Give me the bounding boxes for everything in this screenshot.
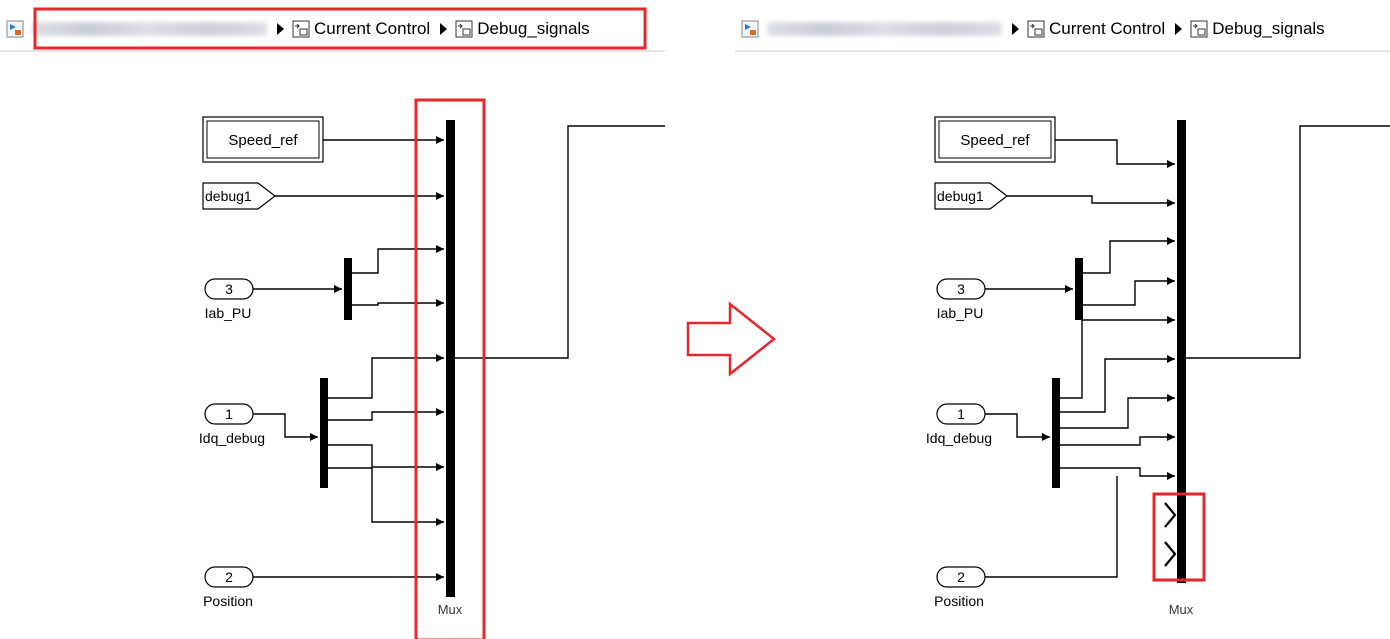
model-icon[interactable] <box>6 20 24 38</box>
right-unconnected-port-1 <box>1164 502 1177 528</box>
right-demux-small[interactable] <box>1075 258 1083 320</box>
left-line-demux-small-2 <box>352 299 444 307</box>
left-line-demux-large-3 <box>328 444 444 471</box>
left-line-demux-large-1 <box>328 354 444 399</box>
right-line-demux-large-4 <box>1060 433 1175 446</box>
right-inport-3-name: Iab_PU <box>937 305 984 321</box>
right-line-mux-out <box>1186 125 1390 359</box>
right-mux-block[interactable] <box>1177 120 1186 583</box>
right-line-inport1 <box>985 413 1050 441</box>
left-inport-2[interactable]: 2 Position <box>203 566 254 609</box>
left-demux-small[interactable] <box>344 258 352 320</box>
left-inport-3-name: Iab_PU <box>205 305 252 321</box>
right-inport-3-number: 3 <box>957 281 965 297</box>
left-mux-label: Mux <box>438 602 463 617</box>
right-line-demux-large-5 <box>1060 467 1175 480</box>
right-breadcrumb-bar: Current Control Debug_signals <box>735 8 1390 52</box>
right-inport-1[interactable]: 1 Idq_debug <box>926 403 992 446</box>
right-debug1-label: debug1 <box>937 188 984 204</box>
left-line-demux-small-1 <box>352 245 444 274</box>
model-icon[interactable] <box>741 20 759 38</box>
right-line-demux-large-3 <box>1060 394 1175 429</box>
left-breadcrumb-root-blurred[interactable] <box>32 22 267 36</box>
left-speed-ref-label: Speed_ref <box>228 132 298 149</box>
left-inport-1[interactable]: 1 Idq_debug <box>199 403 265 446</box>
left-debug1-block[interactable]: debug1 <box>202 182 276 210</box>
right-line-demux-large-2 <box>1060 355 1175 413</box>
left-diagram: Speed_ref debug1 3 Iab_PU 1 Idq_debug 2 … <box>199 116 665 617</box>
subsystem-icon <box>1027 20 1045 38</box>
left-debug1-label: debug1 <box>205 188 252 204</box>
right-inport-1-name: Idq_debug <box>926 430 992 446</box>
right-inport-2-number: 2 <box>957 569 965 585</box>
breadcrumb-separator-icon <box>1175 23 1183 35</box>
right-inport-3[interactable]: 3 Iab_PU <box>936 278 986 321</box>
right-speed-ref-label: Speed_ref <box>960 132 1030 149</box>
left-speed-ref-block[interactable]: Speed_ref <box>202 116 324 163</box>
left-breadcrumb: Current Control Debug_signals <box>6 18 590 40</box>
left-breadcrumb-divider <box>0 50 665 52</box>
left-line-inport1 <box>253 413 318 441</box>
right-line-debug1 <box>1007 195 1175 207</box>
left-breadcrumb-debug-signals[interactable]: Debug_signals <box>477 19 590 38</box>
right-breadcrumb: Current Control Debug_signals <box>741 18 1325 40</box>
left-inport-2-number: 2 <box>225 569 233 585</box>
left-mux-highlight <box>414 98 486 639</box>
right-demux-large[interactable] <box>1052 378 1060 488</box>
subsystem-icon <box>292 20 310 38</box>
right-inport-1-number: 1 <box>957 406 965 422</box>
left-inport-3-number: 3 <box>225 281 233 297</box>
right-line-demux-small-1 <box>1083 237 1175 274</box>
right-line-demux-large-1 <box>1060 316 1175 399</box>
left-line-mux-out <box>455 125 665 359</box>
right-unconnected-highlight <box>1152 492 1206 582</box>
left-mux-block[interactable] <box>446 120 455 597</box>
left-inport-1-number: 1 <box>225 406 233 422</box>
right-debug1-block[interactable]: debug1 <box>934 182 1008 210</box>
right-inport-2[interactable]: 2 Position <box>934 566 986 609</box>
right-unconnected-port-2 <box>1164 541 1177 567</box>
right-breadcrumb-divider <box>735 50 1390 52</box>
subsystem-icon <box>1190 20 1208 38</box>
breadcrumb-separator-icon <box>1012 23 1019 35</box>
left-breadcrumb-bar: Current Control Debug_signals <box>0 8 665 52</box>
right-line-position <box>985 476 1118 578</box>
arrow-right-icon <box>686 301 777 377</box>
left-line-demux-large-2 <box>328 408 444 421</box>
right-line-demux-small-2 <box>1083 277 1175 306</box>
right-diagram: Speed_ref debug1 3 Iab_PU 1 Idq_debug 2 … <box>926 116 1390 617</box>
right-speed-ref-block[interactable]: Speed_ref <box>934 116 1056 163</box>
subsystem-icon <box>455 20 473 38</box>
right-mux-label: Mux <box>1169 602 1194 617</box>
left-inport-1-name: Idq_debug <box>199 430 265 446</box>
right-line-speed-ref <box>1055 139 1175 168</box>
right-inport-2-name: Position <box>934 593 984 609</box>
breadcrumb-separator-icon <box>440 23 448 35</box>
left-line-demux-large-4 <box>328 467 444 526</box>
right-breadcrumb-root-blurred[interactable] <box>767 22 1002 36</box>
left-inport-2-name: Position <box>203 593 253 609</box>
breadcrumb-separator-icon <box>277 23 284 35</box>
left-breadcrumb-highlight <box>33 7 647 50</box>
left-inport-3[interactable]: 3 Iab_PU <box>204 278 254 321</box>
left-demux-large[interactable] <box>320 378 328 488</box>
right-breadcrumb-debug-signals[interactable]: Debug_signals <box>1212 19 1325 38</box>
left-breadcrumb-current-control[interactable]: Current Control <box>314 19 431 38</box>
right-breadcrumb-current-control[interactable]: Current Control <box>1049 19 1166 38</box>
